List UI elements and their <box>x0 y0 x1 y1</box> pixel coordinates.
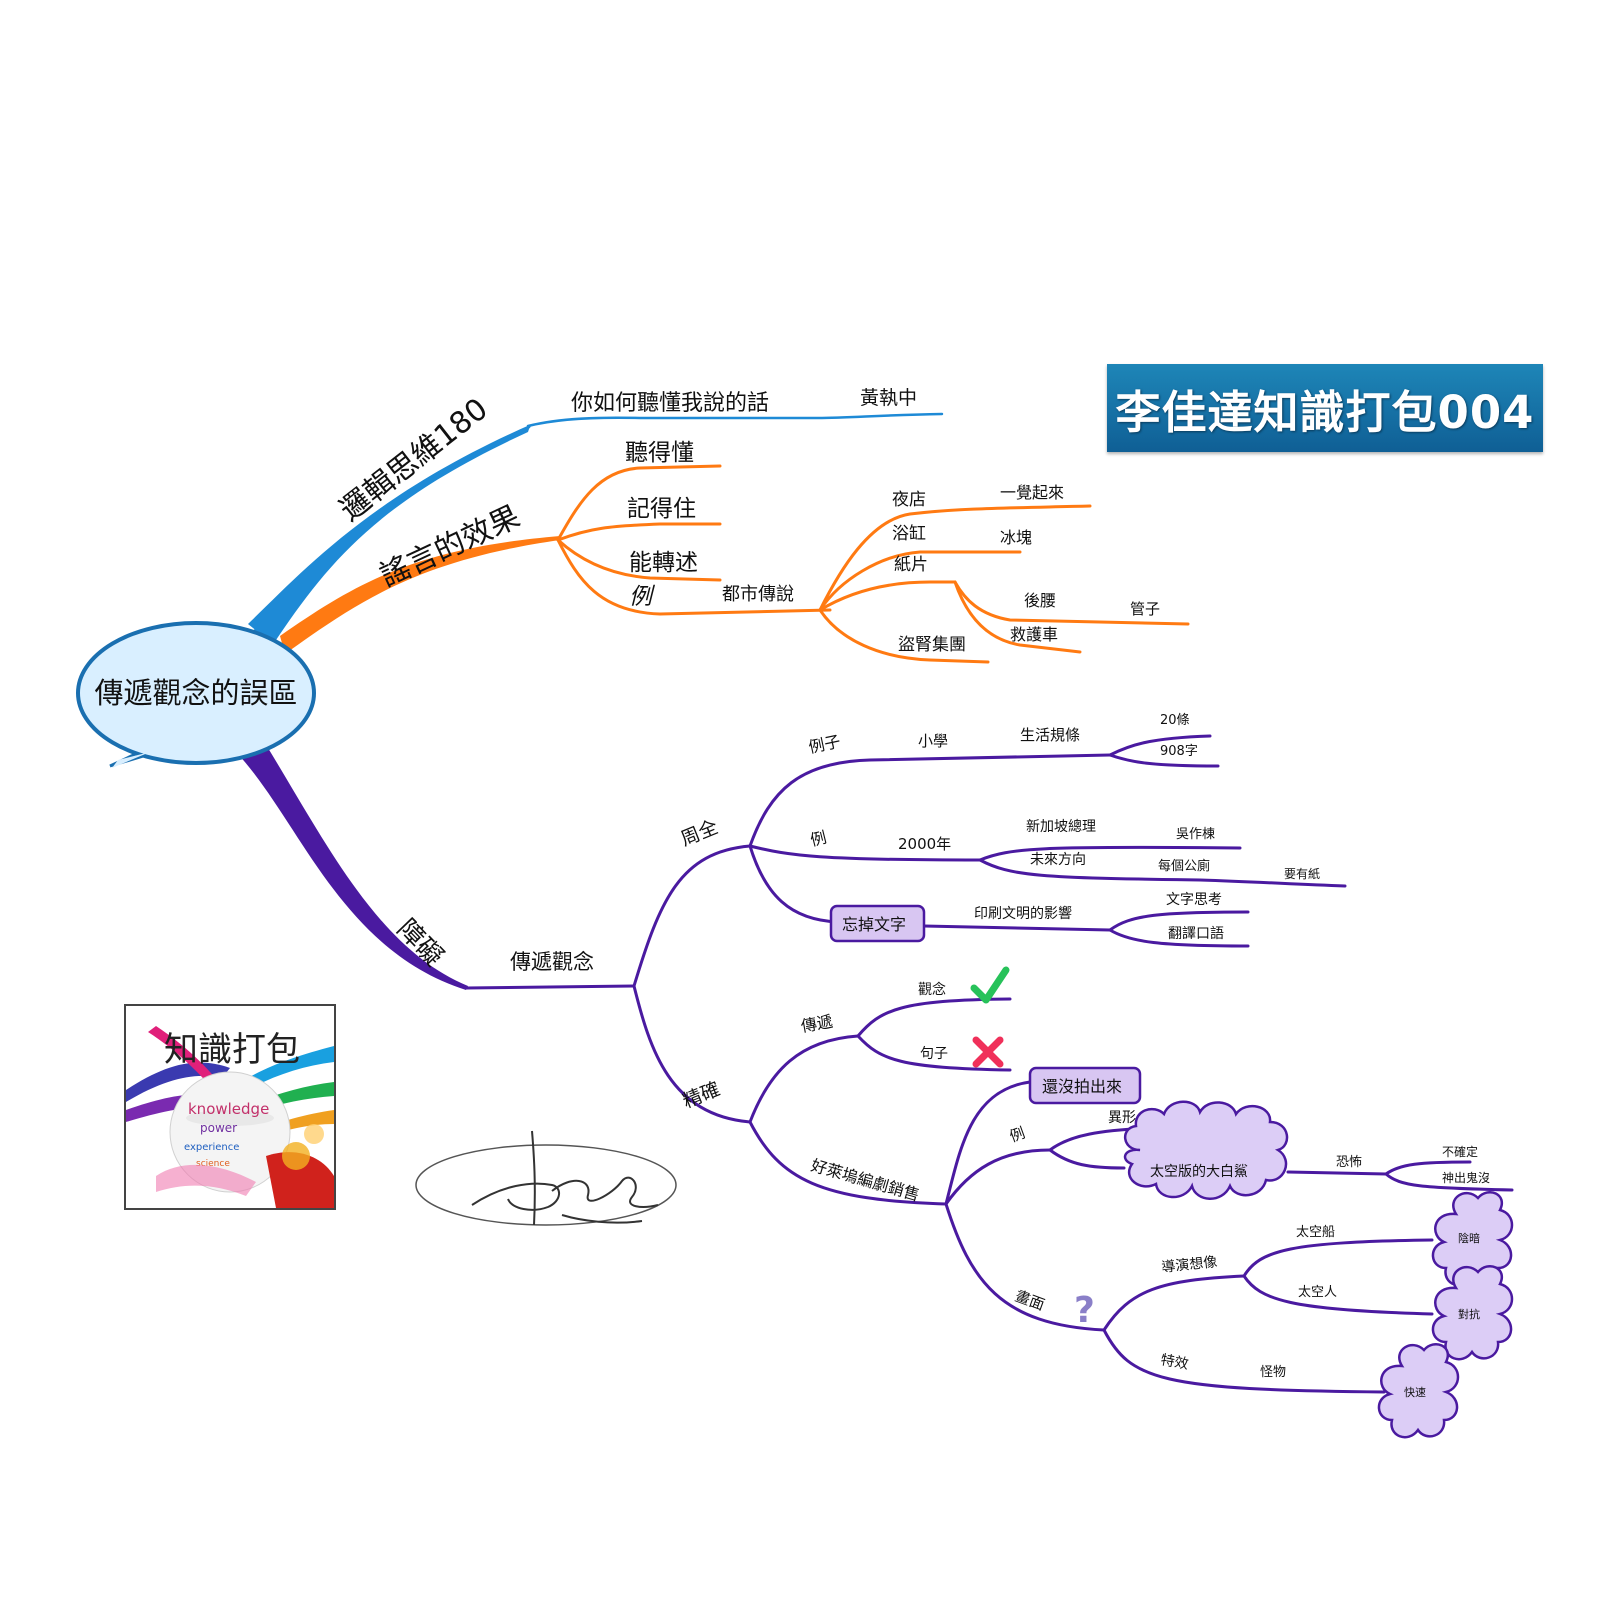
logo-graphic: knowledge power experience science <box>126 1026 334 1208</box>
p-example: 例 <box>1007 1124 1027 1146</box>
urban-3: 紙片 <box>894 555 928 575</box>
p-alien: 異形 <box>1108 1110 1136 1126</box>
urban-3-a-child: 管子 <box>1130 600 1160 618</box>
logo-title: 知識打包 <box>164 1030 300 1070</box>
rumor-4: 例 <box>629 584 656 610</box>
cloud-shark <box>1123 1100 1289 1200</box>
urban-3-b: 救護車 <box>1010 625 1058 644</box>
p-notshot: 還沒拍出來 <box>1042 1077 1122 1096</box>
banner-title: 李佳達知識打包004 <box>1115 385 1535 439</box>
t-rules-2: 908字 <box>1160 744 1198 759</box>
p-transmit: 傳遞 <box>799 1012 834 1036</box>
urban-2-child: 冰塊 <box>1000 528 1032 547</box>
t-example-school: 小學 <box>918 732 948 750</box>
logic-leaf: 黃執中 <box>860 387 917 409</box>
svg-text:power: power <box>200 1121 237 1135</box>
svg-text:knowledge: knowledge <box>188 1100 269 1118</box>
t-toilet: 每個公廁 <box>1158 858 1210 874</box>
branch-obstacle-trunk <box>236 748 468 990</box>
logic-child: 你如何聽懂我說的話 <box>571 391 769 416</box>
p-fast: 快速 <box>1404 1386 1426 1399</box>
question-icon: ? <box>1074 1290 1095 1331</box>
central-topic: 傳遞觀念的誤區 <box>94 676 297 710</box>
branch-logic-trunk-thick <box>250 426 530 640</box>
p-director: 導演想像 <box>1161 1254 1218 1276</box>
t-pm: 新加坡總理 <box>1026 818 1096 835</box>
t-toilet-child: 要有紙 <box>1284 866 1320 881</box>
t-print-2: 翻譯口語 <box>1168 926 1224 942</box>
check-icon <box>970 966 1010 1004</box>
rumor-3: 能轉述 <box>629 550 698 576</box>
p-dark: 陰暗 <box>1458 1231 1480 1245</box>
p-ghost: 神出鬼沒 <box>1442 1170 1490 1185</box>
rumor-2: 記得住 <box>627 496 696 522</box>
t-pm-child: 吳作棟 <box>1176 827 1215 842</box>
t-print-1: 文字思考 <box>1166 892 1222 908</box>
rumor-1: 聽得懂 <box>625 440 694 466</box>
t-ex2-year: 2000年 <box>898 835 951 853</box>
t-ex2: 例 <box>808 828 828 850</box>
p-monster: 怪物 <box>1260 1365 1286 1380</box>
knowledge-pack-logo: knowledge power experience science 知識打包 <box>124 1004 336 1210</box>
p-uncertain: 不確定 <box>1442 1144 1478 1159</box>
urban-4: 盜腎集團 <box>898 635 966 655</box>
svg-text:science: science <box>196 1159 230 1169</box>
p-fight: 對抗 <box>1458 1307 1480 1321</box>
signature <box>415 1130 677 1226</box>
cloud-fight <box>1431 1265 1514 1361</box>
t-future: 未來方向 <box>1030 852 1086 868</box>
urban-1-child: 一覺起來 <box>1000 483 1064 502</box>
box-forget-text <box>829 904 926 943</box>
thorough-label: 周全 <box>678 816 721 851</box>
cross-icon <box>972 1036 1004 1068</box>
p-sentence: 句子 <box>920 1046 948 1062</box>
p-ship: 太空船 <box>1296 1225 1335 1240</box>
rumor-4-child: 都市傳說 <box>722 584 794 605</box>
urban-2: 浴缸 <box>892 523 926 544</box>
cloud-fast <box>1377 1343 1460 1439</box>
title-banner: 李佳達知識打包004 <box>1107 364 1543 452</box>
box-not-shot <box>1028 1066 1142 1105</box>
p-horror: 恐怖 <box>1336 1154 1362 1170</box>
urban-3-a: 後腰 <box>1024 591 1056 610</box>
p-effects: 特效 <box>1159 1352 1189 1373</box>
p-astronaut: 太空人 <box>1298 1285 1337 1300</box>
branch-obstacle-label: 障礙 <box>391 914 449 972</box>
obstacle-child: 傳遞觀念 <box>510 950 594 974</box>
p-shark: 太空版的大白鯊 <box>1150 1164 1248 1180</box>
p-concept: 觀念 <box>918 981 946 998</box>
svg-text:experience: experience <box>184 1142 239 1153</box>
t-example-rules: 生活規條 <box>1020 726 1080 744</box>
t-example: 例子 <box>807 732 842 757</box>
t-forget: 忘掉文字 <box>842 915 906 934</box>
central-topic-bubble <box>76 621 316 768</box>
t-print: 印刷文明的影響 <box>974 905 1072 922</box>
urban-1: 夜店 <box>892 490 926 510</box>
t-rules-1: 20條 <box>1160 713 1190 728</box>
